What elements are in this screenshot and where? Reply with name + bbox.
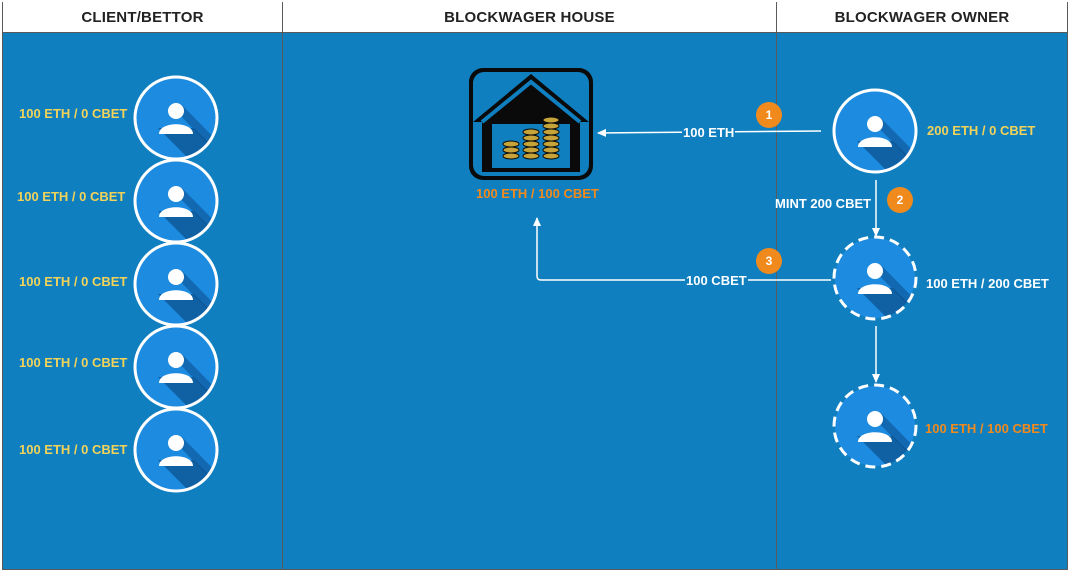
client-user-node xyxy=(133,241,219,327)
owner-user-node-pending xyxy=(832,383,918,469)
user-icon xyxy=(858,411,892,442)
user-icon xyxy=(858,116,892,147)
arrow-cbet-to-house xyxy=(533,217,831,281)
client-balance-label: 100 ETH / 0 CBET xyxy=(19,274,128,289)
owner-user-node-pending xyxy=(832,235,918,321)
owner-balance-label: 200 ETH / 0 CBET xyxy=(927,123,1036,138)
lane-header-house: BLOCKWAGER HOUSE xyxy=(283,2,776,33)
client-user-node xyxy=(133,158,219,244)
lane-divider xyxy=(776,2,777,570)
step-badge-2: 2 xyxy=(887,187,913,213)
client-user-node xyxy=(133,75,219,161)
user-icon xyxy=(159,103,193,134)
house-coins-icon xyxy=(469,68,593,180)
user-icon xyxy=(159,269,193,300)
owner-balance-label: 100 ETH / 200 CBET xyxy=(926,276,1049,291)
client-balance-label: 100 ETH / 0 CBET xyxy=(19,442,128,457)
client-balance-label: 100 ETH / 0 CBET xyxy=(17,189,126,204)
house-balance-label: 100 ETH / 100 CBET xyxy=(476,186,599,201)
lane-header-client: CLIENT/BETTOR xyxy=(3,2,282,33)
user-icon xyxy=(159,186,193,217)
user-icon xyxy=(159,352,193,383)
owner-user-node xyxy=(832,88,918,174)
user-icon xyxy=(159,435,193,466)
client-user-node xyxy=(133,407,219,493)
client-user-node xyxy=(133,324,219,410)
lane-divider xyxy=(282,2,283,570)
step-badge-3: 3 xyxy=(756,248,782,274)
flow-label-mint: MINT 200 CBET xyxy=(775,196,872,211)
flow-label-eth: 100 ETH xyxy=(682,125,736,140)
step-badge-1: 1 xyxy=(756,102,782,128)
user-icon xyxy=(858,263,892,294)
client-balance-label: 100 ETH / 0 CBET xyxy=(19,106,128,121)
client-balance-label: 100 ETH / 0 CBET xyxy=(19,355,128,370)
flow-label-cbet: 100 CBET xyxy=(685,273,748,288)
owner-balance-label: 100 ETH / 100 CBET xyxy=(925,421,1048,436)
lane-header-owner: BLOCKWAGER OWNER xyxy=(777,2,1067,33)
